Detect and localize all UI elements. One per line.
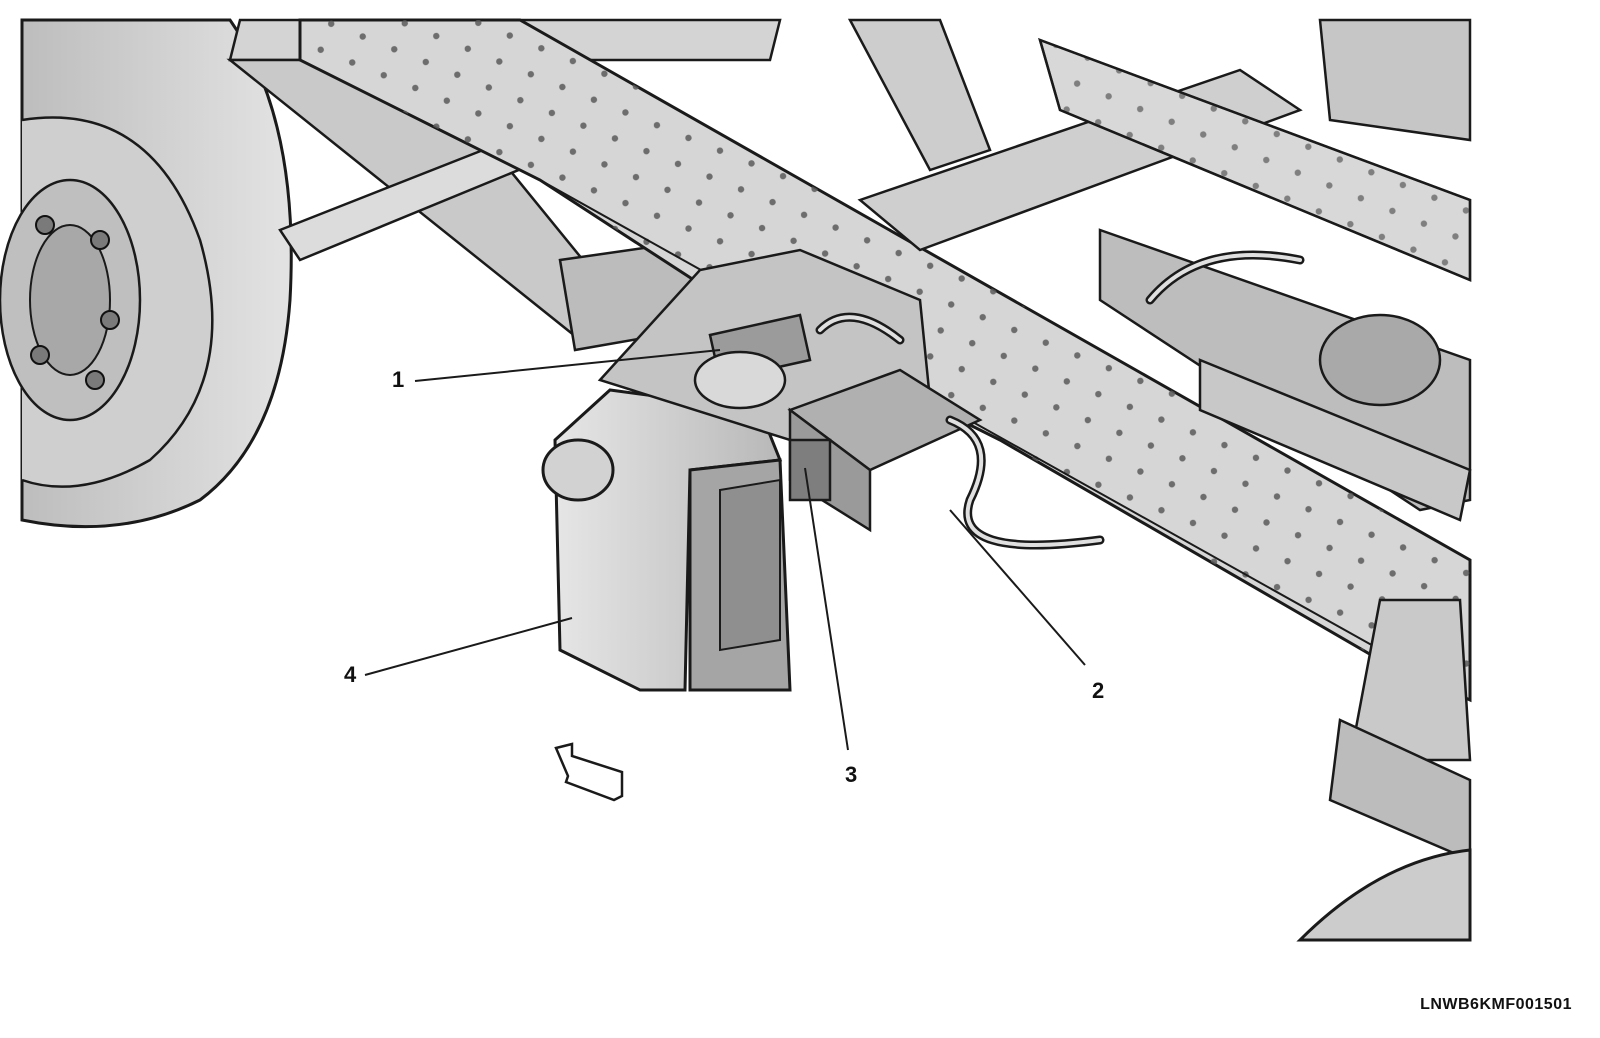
exhaust-pipe	[1098, 228, 1472, 522]
rear-hanger	[1328, 598, 1472, 862]
cross-member	[857, 37, 1472, 282]
def-tank	[541, 388, 792, 692]
callout-1-label: 1	[392, 367, 405, 392]
control-unit	[787, 368, 983, 533]
callout-2-label: 2	[1092, 678, 1105, 703]
leader-lines	[364, 349, 1086, 751]
figure-reference-code: LNWB6KMF001501	[1420, 996, 1572, 1013]
front-tire	[0, 18, 293, 529]
callout-3-label: 3	[845, 762, 858, 787]
forward-arrow-icon	[554, 742, 624, 802]
rear-tire	[1296, 848, 1472, 942]
callout-4-label: 4	[344, 662, 357, 687]
